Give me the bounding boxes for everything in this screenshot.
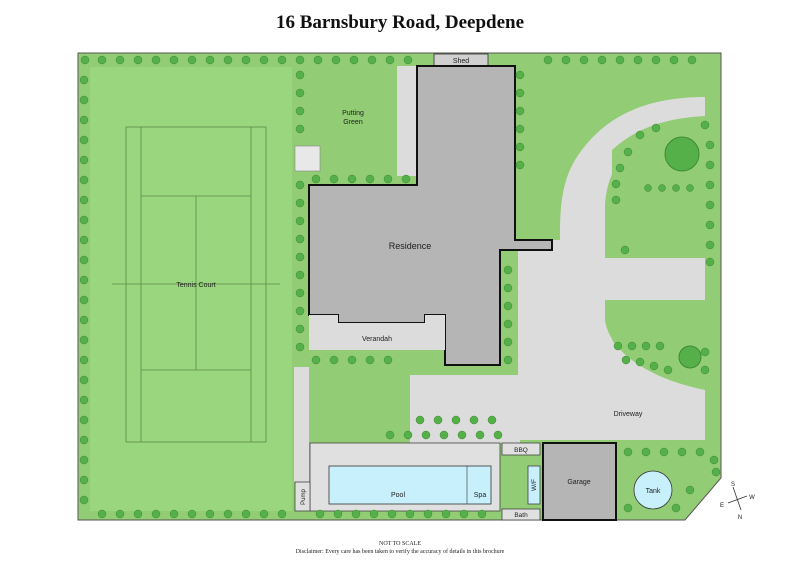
putting-green-label: Putting	[342, 110, 364, 117]
pool	[328, 465, 492, 505]
driveway-paving	[518, 75, 705, 440]
bath-label: Bath	[514, 512, 528, 519]
disclaimer: Disclaimer: Every care has been taken to…	[295, 549, 505, 555]
driveway-label: Driveway	[614, 411, 643, 418]
tennis-court-lines	[112, 126, 280, 443]
garage	[542, 442, 617, 521]
putting-green-area	[309, 66, 397, 176]
pump-room	[294, 481, 311, 512]
compass-w: W	[749, 495, 755, 501]
bath	[501, 508, 541, 521]
shrubs	[79, 55, 721, 519]
plan-title: 16 Barnsbury Road, Deepdene	[275, 12, 525, 33]
wf-enclosure	[527, 465, 541, 505]
verandah	[309, 315, 445, 350]
tennis-court-label: Tennis Court	[176, 282, 215, 289]
compass-n: N	[738, 515, 742, 521]
shed-label: Shed	[453, 58, 469, 65]
feature-tree	[664, 136, 700, 172]
compass-rose: S W E N	[720, 482, 755, 521]
residence-label: Residence	[389, 241, 432, 251]
pool-label: Pool	[391, 492, 405, 499]
side-path	[294, 367, 309, 482]
pump-label: Pump	[301, 489, 307, 505]
compass-s: S	[731, 482, 735, 488]
garage-label: Garage	[567, 479, 590, 486]
scale-note: NOT TO SCALE	[378, 541, 421, 547]
feature-tree	[678, 345, 702, 369]
wf-label: W/F	[531, 479, 538, 491]
putting-green-label: Green	[343, 119, 363, 126]
compass-e: E	[720, 503, 724, 509]
bbq	[501, 442, 541, 456]
bbq-label: BBQ	[514, 447, 528, 454]
verandah-label: Verandah	[362, 336, 392, 343]
north-path	[397, 66, 417, 176]
water-tank	[633, 470, 673, 510]
tank-label: Tank	[646, 488, 661, 495]
steps	[294, 145, 321, 172]
tennis-court-surface	[90, 67, 292, 511]
spa-label: Spa	[474, 492, 487, 499]
